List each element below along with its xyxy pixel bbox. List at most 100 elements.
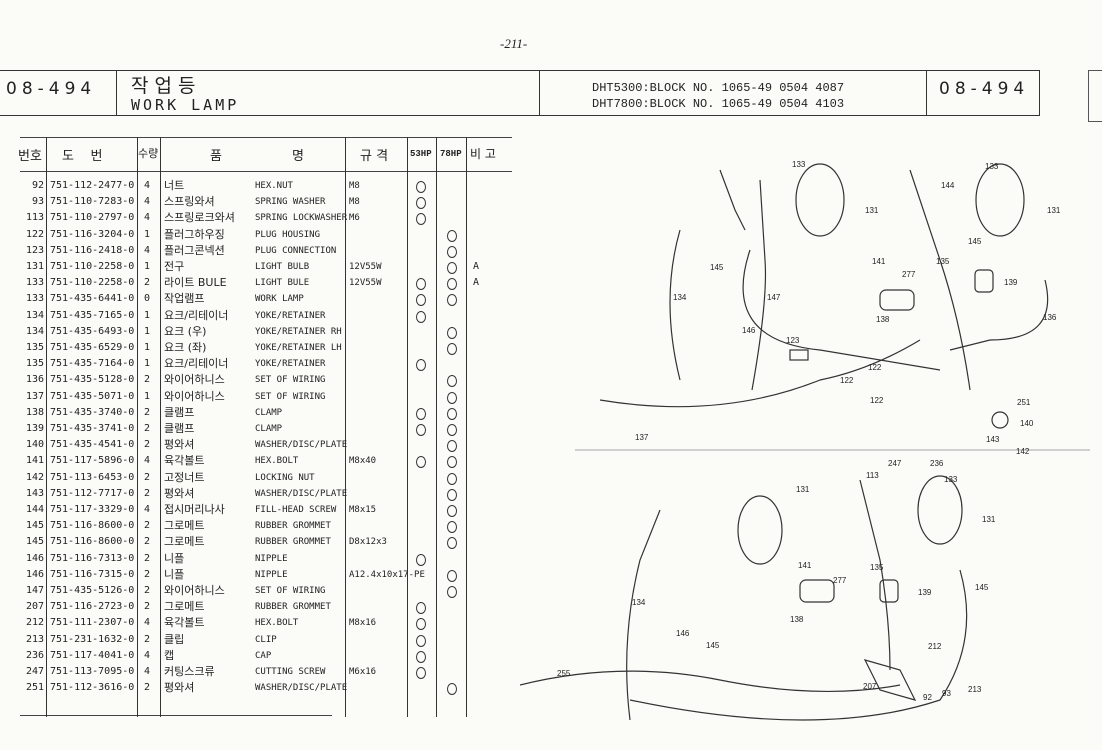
name-korean: 와이어하니스 bbox=[164, 373, 225, 387]
quantity: 4 bbox=[144, 504, 151, 515]
name-english: NIPPLE bbox=[255, 569, 288, 580]
circle-mark-icon bbox=[447, 343, 457, 355]
circle-mark-icon bbox=[447, 440, 457, 453]
table-top-rule bbox=[20, 137, 512, 138]
item-number: 142 bbox=[25, 471, 44, 483]
harness-147 bbox=[742, 249, 941, 371]
part-number: 751-116-3204-0 bbox=[50, 228, 135, 240]
specification: 12V55W bbox=[349, 262, 382, 272]
col-divider bbox=[436, 137, 437, 717]
col-divider bbox=[160, 137, 161, 717]
callout: 145 bbox=[975, 583, 989, 592]
name-korean: 그로메트 bbox=[164, 600, 205, 614]
remark: A bbox=[473, 261, 480, 272]
part-number: 751-435-5128-0 bbox=[50, 374, 135, 386]
name-english: RUBBER GROMMET bbox=[255, 521, 331, 532]
name-english: SPRING WASHER bbox=[255, 197, 326, 208]
applies-78hp-mark bbox=[447, 340, 457, 361]
mounting-plate bbox=[863, 659, 917, 701]
specification: A12.4x10x17-PE bbox=[349, 569, 425, 580]
quantity: 2 bbox=[144, 471, 151, 483]
quantity: 2 bbox=[144, 585, 151, 596]
callout: 236 bbox=[930, 459, 944, 468]
name-korean: 육각볼트 bbox=[164, 616, 205, 630]
quantity: 4 bbox=[144, 666, 151, 677]
callout: 138 bbox=[790, 615, 804, 624]
callout: 146 bbox=[742, 326, 756, 335]
callout: 131 bbox=[1047, 206, 1061, 215]
section-header: 08-494 작업등 WORK LAMP DHT5300:BLOCK NO. 1… bbox=[0, 70, 1040, 116]
name-korean: 클립 bbox=[164, 632, 185, 646]
specification: 12V55W bbox=[349, 278, 382, 289]
col-header-53hp: 53HP bbox=[410, 149, 432, 159]
name-korean: 니플 bbox=[164, 551, 185, 565]
name-english: SPRING LOCKWASHER bbox=[255, 213, 348, 224]
part-number: 751-112-7717-0 bbox=[50, 487, 135, 499]
callout: 212 bbox=[928, 642, 942, 651]
callout: 207 bbox=[863, 682, 877, 691]
item-number: 139 bbox=[25, 423, 44, 434]
circle-mark-icon bbox=[447, 488, 457, 501]
applies-78hp-mark bbox=[447, 437, 457, 458]
circle-mark-icon bbox=[416, 456, 426, 469]
washer-140 bbox=[991, 411, 1009, 429]
part-number: 751-117-3329-0 bbox=[50, 504, 135, 515]
quantity: 4 bbox=[144, 180, 151, 191]
circle-mark-icon bbox=[416, 278, 426, 291]
name-korean: 평와셔 bbox=[164, 486, 195, 500]
applies-53hp-mark bbox=[416, 194, 426, 215]
callout: 139 bbox=[918, 588, 932, 597]
title-english: WORK LAMP bbox=[131, 96, 240, 114]
part-number: 751-435-7164-0 bbox=[50, 358, 135, 370]
name-korean: 접시머리나사 bbox=[164, 503, 225, 516]
callout: 92 bbox=[923, 693, 932, 702]
callout: 143 bbox=[986, 435, 1000, 444]
name-english: YOKE/RETAINER RH bbox=[255, 326, 342, 337]
name-english: LIGHT BULB bbox=[255, 262, 310, 272]
item-number: 93 bbox=[31, 196, 44, 208]
applies-78hp-mark bbox=[447, 583, 457, 604]
callout: 251 bbox=[1017, 398, 1031, 407]
quantity: 1 bbox=[144, 390, 151, 402]
quantity: 2 bbox=[144, 374, 151, 386]
callout: 131 bbox=[865, 206, 879, 215]
part-number: 751-117-4041-0 bbox=[50, 649, 135, 661]
callout: 136 bbox=[1043, 313, 1057, 322]
name-korean: 니플 bbox=[164, 567, 185, 581]
specification: M8x16 bbox=[349, 618, 377, 629]
group-code-left: 08-494 bbox=[0, 71, 117, 115]
part-number: 751-111-2307-0 bbox=[50, 617, 135, 629]
specification: M8 bbox=[349, 181, 360, 191]
circle-mark-icon bbox=[416, 294, 426, 307]
name-english: YOKE/RETAINER LH bbox=[255, 343, 342, 353]
item-number: 138 bbox=[25, 406, 44, 418]
applies-78hp-mark bbox=[447, 243, 457, 264]
circle-mark-icon bbox=[447, 586, 457, 598]
applies-78hp-mark bbox=[447, 259, 457, 280]
name-english: PLUG CONNECTION bbox=[255, 245, 337, 256]
circle-mark-icon bbox=[416, 181, 426, 193]
item-number: 140 bbox=[25, 439, 44, 451]
callout: 144 bbox=[941, 181, 955, 190]
item-number: 134 bbox=[25, 325, 44, 337]
yoke-135 bbox=[909, 169, 971, 391]
part-number: 751-110-7283-0 bbox=[50, 196, 135, 208]
name-english: RUBBER GROMMET bbox=[255, 602, 331, 613]
name-korean: 라이트 BULE bbox=[164, 276, 227, 290]
name-english: YOKE/RETAINER bbox=[255, 310, 326, 321]
applies-53hp-mark bbox=[416, 210, 426, 231]
item-number: 146 bbox=[25, 568, 44, 580]
name-korean: 스프링로크와셔 bbox=[164, 211, 235, 225]
col-header-part-no: 도 번 bbox=[62, 149, 103, 164]
item-number: 247 bbox=[25, 666, 44, 677]
part-number: 751-110-2797-0 bbox=[50, 212, 135, 224]
